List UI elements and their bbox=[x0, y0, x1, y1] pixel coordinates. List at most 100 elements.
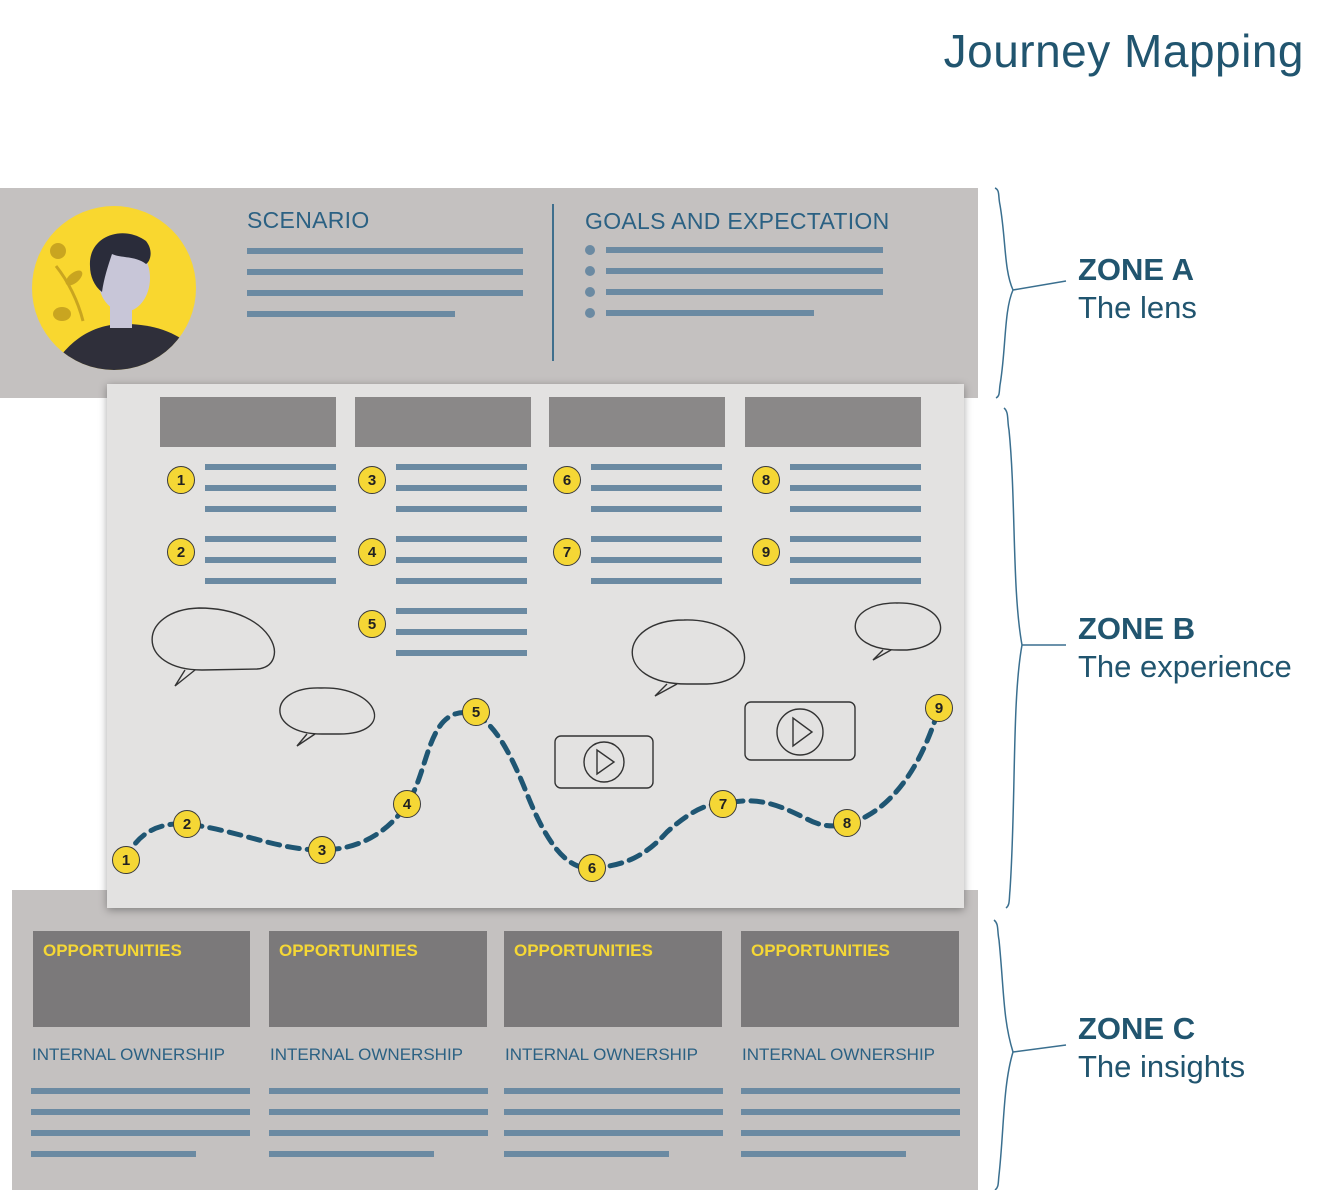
placeholder-text-line bbox=[741, 1088, 960, 1094]
speech-bubble-icon bbox=[631, 619, 746, 697]
opportunities-label: OPPORTUNITIES bbox=[43, 941, 182, 960]
opportunities-box: OPPORTUNITIES bbox=[504, 931, 722, 1027]
video-play-icon bbox=[554, 735, 654, 789]
step-badge: 4 bbox=[358, 538, 386, 566]
placeholder-text-line bbox=[269, 1130, 488, 1136]
zone-c-panel: OPPORTUNITIES OPPORTUNITIES OPPORTUNITIE… bbox=[12, 890, 978, 1190]
placeholder-text-line bbox=[205, 578, 336, 584]
goal-bullet bbox=[585, 308, 595, 318]
placeholder-text-line bbox=[790, 464, 921, 470]
placeholder-text-line bbox=[396, 608, 527, 614]
stage-header bbox=[549, 397, 725, 447]
opportunities-box: OPPORTUNITIES bbox=[741, 931, 959, 1027]
placeholder-text-line bbox=[31, 1130, 250, 1136]
placeholder-text-line bbox=[741, 1130, 960, 1136]
curve-step-badge: 1 bbox=[112, 846, 140, 874]
goal-text-line bbox=[606, 289, 883, 295]
placeholder-text-line bbox=[591, 506, 722, 512]
placeholder-text-line bbox=[591, 485, 722, 491]
placeholder-text-line bbox=[504, 1151, 669, 1157]
opportunities-label: OPPORTUNITIES bbox=[751, 941, 890, 960]
placeholder-text-line bbox=[504, 1109, 723, 1115]
placeholder-text-line bbox=[31, 1151, 196, 1157]
zone-name: ZONE A bbox=[1078, 252, 1194, 287]
internal-ownership-label: INTERNAL OWNERSHIP bbox=[505, 1045, 699, 1064]
placeholder-text-line bbox=[504, 1130, 723, 1136]
goal-bullet bbox=[585, 245, 595, 255]
zone-a-brace-icon bbox=[994, 187, 1067, 399]
opportunities-label: OPPORTUNITIES bbox=[279, 941, 418, 960]
curve-step-badge: 7 bbox=[709, 790, 737, 818]
internal-ownership-label: INTERNAL OWNERSHIP bbox=[32, 1045, 226, 1064]
zone-description: The lens bbox=[1078, 290, 1197, 325]
curve-step-badge: 3 bbox=[308, 836, 336, 864]
zone-a-divider bbox=[552, 204, 554, 361]
step-badge: 6 bbox=[553, 466, 581, 494]
goal-text-line bbox=[606, 247, 883, 253]
internal-ownership-label: INTERNAL OWNERSHIP bbox=[270, 1045, 464, 1064]
step-badge: 9 bbox=[752, 538, 780, 566]
opportunities-label: OPPORTUNITIES bbox=[514, 941, 653, 960]
zone-b-panel: 1 2 3 4 5 6 7 8 9 1 2 3 4 5 6 7 8 9 bbox=[107, 384, 964, 908]
speech-bubble-icon bbox=[854, 602, 942, 661]
placeholder-text-line bbox=[269, 1151, 434, 1157]
curve-step-badge: 5 bbox=[462, 698, 490, 726]
scenario-text-line bbox=[247, 248, 523, 254]
placeholder-text-line bbox=[396, 536, 527, 542]
internal-ownership-label: INTERNAL OWNERSHIP bbox=[742, 1045, 936, 1064]
journey-curve-layer bbox=[122, 602, 942, 871]
zone-b-brace-icon bbox=[1003, 407, 1066, 909]
placeholder-text-line bbox=[396, 506, 527, 512]
placeholder-text-line bbox=[205, 485, 336, 491]
scenario-text-line bbox=[247, 269, 523, 275]
placeholder-text-line bbox=[205, 506, 336, 512]
placeholder-text-line bbox=[504, 1088, 723, 1094]
placeholder-text-line bbox=[741, 1109, 960, 1115]
placeholder-text-line bbox=[31, 1088, 250, 1094]
placeholder-text-line bbox=[591, 557, 722, 563]
video-play-icon bbox=[744, 701, 856, 761]
placeholder-text-line bbox=[591, 464, 722, 470]
zone-description: The experience bbox=[1078, 649, 1292, 684]
placeholder-text-line bbox=[790, 536, 921, 542]
opportunities-box: OPPORTUNITIES bbox=[269, 931, 487, 1027]
zone-c-brace-icon bbox=[993, 919, 1067, 1190]
curve-step-badge: 8 bbox=[833, 809, 861, 837]
curve-step-badge: 6 bbox=[578, 854, 606, 882]
placeholder-text-line bbox=[591, 536, 722, 542]
placeholder-text-line bbox=[269, 1088, 488, 1094]
goal-text-line bbox=[606, 310, 814, 316]
placeholder-text-line bbox=[396, 650, 527, 656]
scenario-heading: SCENARIO bbox=[247, 207, 370, 233]
curve-step-badge: 4 bbox=[393, 790, 421, 818]
step-badge: 7 bbox=[553, 538, 581, 566]
zone-name: ZONE C bbox=[1078, 1011, 1196, 1046]
step-badge: 8 bbox=[752, 466, 780, 494]
placeholder-text-line bbox=[205, 536, 336, 542]
placeholder-text-line bbox=[591, 578, 722, 584]
placeholder-text-line bbox=[396, 485, 527, 491]
speech-bubble-icon bbox=[279, 687, 375, 747]
step-badge: 3 bbox=[358, 466, 386, 494]
speech-bubble-icon bbox=[151, 607, 275, 687]
zone-a-panel: SCENARIO GOALS AND EXPECTATION bbox=[0, 188, 978, 398]
zone-name: ZONE B bbox=[1078, 611, 1196, 646]
placeholder-text-line bbox=[396, 464, 527, 470]
step-badge: 2 bbox=[167, 538, 195, 566]
stage-header bbox=[745, 397, 921, 447]
placeholder-text-line bbox=[205, 464, 336, 470]
step-badge: 5 bbox=[358, 610, 386, 638]
curve-step-badge: 9 bbox=[925, 694, 953, 722]
persona-avatar-icon bbox=[32, 206, 196, 370]
step-badge: 1 bbox=[167, 466, 195, 494]
curve-step-badge: 2 bbox=[173, 810, 201, 838]
stage-header bbox=[355, 397, 531, 447]
goal-text-line bbox=[606, 268, 883, 274]
scenario-text-line bbox=[247, 290, 523, 296]
goal-bullet bbox=[585, 266, 595, 276]
stage-header bbox=[160, 397, 336, 447]
placeholder-text-line bbox=[396, 629, 527, 635]
placeholder-text-line bbox=[790, 506, 921, 512]
goal-bullet bbox=[585, 287, 595, 297]
scenario-text-line bbox=[247, 311, 455, 317]
